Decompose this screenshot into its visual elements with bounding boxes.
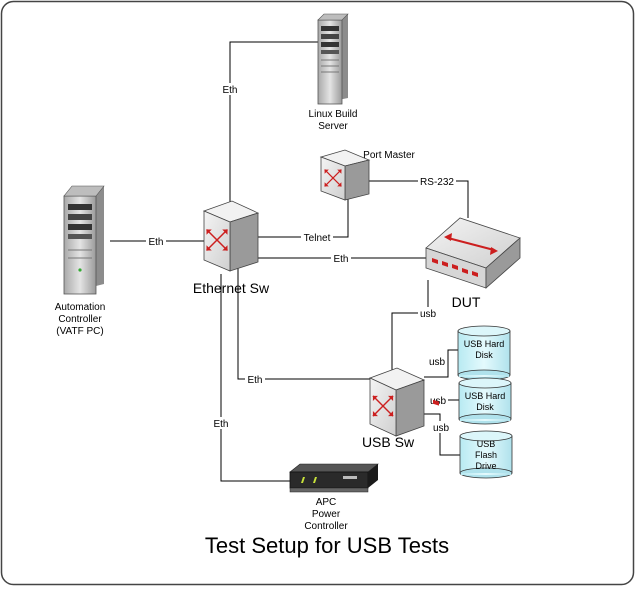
- diagram-title: Test Setup for USB Tests: [205, 533, 449, 558]
- server-icon: [317, 13, 349, 105]
- usb-flash-label-line1: USB: [477, 439, 496, 449]
- switch-icon: [319, 149, 371, 201]
- link-label-eth-apc: Eth: [213, 419, 228, 430]
- link-label-rs232: RS-232: [420, 177, 454, 188]
- apc-label-line2: Power: [312, 509, 341, 520]
- disk-icon: [457, 325, 511, 381]
- dut-node[interactable]: DUT: [425, 217, 521, 406]
- usb-disk-2-label-line1: USB Hard: [465, 391, 506, 401]
- power-controller-icon: [289, 463, 379, 493]
- link-label-eth-dut: Eth: [333, 254, 348, 265]
- automation-controller-label-line1: Automation: [55, 302, 106, 313]
- usb-flash-node[interactable]: USB Flash Drive: [459, 430, 513, 479]
- link-label-usb-disk1: usb: [429, 357, 446, 368]
- usb-disk-2-label-line2: Disk: [476, 402, 494, 412]
- apc-label-line1: APC: [316, 497, 337, 508]
- apc-node[interactable]: APC Power Controller: [289, 463, 379, 532]
- link-label-eth-usbsw: Eth: [247, 375, 262, 386]
- link-label-usb-dut: usb: [420, 309, 437, 320]
- link-labels: Eth Eth Telnet RS-232 Eth usb Eth Eth us…: [146, 83, 456, 434]
- link-label-eth-linux: Eth: [222, 85, 237, 96]
- usb-disk-1-label-line2: Disk: [475, 350, 493, 360]
- linux-server-node[interactable]: Linux Build Server: [309, 13, 358, 132]
- ethernet-switch-node[interactable]: Ethernet Sw: [193, 200, 270, 296]
- dut-label: DUT: [452, 294, 481, 310]
- usb-disk-1-label-line1: USB Hard: [464, 339, 505, 349]
- usb-switch-label: USB Sw: [362, 434, 415, 450]
- usb-switch-node[interactable]: USB Sw: [362, 367, 426, 450]
- server-icon: [63, 185, 105, 295]
- port-master-node[interactable]: Port Master: [319, 149, 416, 201]
- apc-label-line3: Controller: [304, 521, 348, 532]
- port-master-label: Port Master: [363, 150, 415, 161]
- switch-icon: [202, 200, 260, 272]
- disk-icon: [458, 377, 512, 425]
- usb-flash-label-line2: Flash: [475, 450, 497, 460]
- automation-controller-label-line3: (VATF PC): [56, 326, 103, 337]
- linux-server-label-line1: Linux Build: [309, 109, 358, 120]
- automation-controller-node[interactable]: Automation Controller (VATF PC): [55, 185, 106, 337]
- link-label-telnet: Telnet: [304, 233, 331, 244]
- device-icon: [425, 217, 521, 406]
- flash-drive-icon: [459, 430, 513, 479]
- link-label-usb-flash: usb: [433, 423, 450, 434]
- usb-disk-1-node[interactable]: USB Hard Disk: [457, 325, 511, 381]
- linux-server-label-line2: Server: [318, 121, 348, 132]
- automation-controller-label-line2: Controller: [58, 314, 102, 325]
- usb-disk-2-node[interactable]: USB Hard Disk: [458, 377, 512, 425]
- usb-flash-label-line3: Drive: [475, 461, 496, 471]
- switch-icon: [368, 367, 426, 437]
- link-label-eth-controller: Eth: [148, 237, 163, 248]
- ethernet-switch-label: Ethernet Sw: [193, 280, 270, 296]
